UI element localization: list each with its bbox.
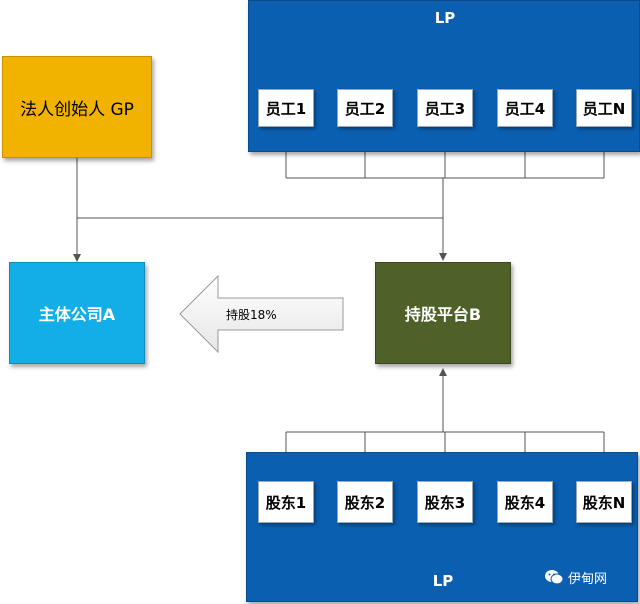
shareholder-n-box: 股东N — [576, 481, 632, 523]
wechat-icon — [545, 570, 564, 585]
shareholder-3-box: 股东3 — [417, 481, 473, 523]
lp-top-title: LP — [434, 9, 456, 27]
watermark: 伊甸网 — [544, 567, 636, 587]
holding-arrow-shape — [179, 274, 344, 354]
shareholder-1-box: 股东1 — [258, 481, 314, 523]
employee-1-box: 员工1 — [258, 89, 314, 127]
lp-bottom-title: LP — [432, 572, 454, 590]
employee-4-box: 员工4 — [497, 89, 553, 127]
lp-bottom-panel: LP — [246, 452, 638, 602]
shareholder-2-box: 股东2 — [337, 481, 393, 523]
gp-founder-box: 法人创始人 GP — [2, 56, 152, 158]
holding-platform-b-box: 持股平台B — [375, 262, 511, 364]
employee-3-box: 员工3 — [417, 89, 473, 127]
lp-top-panel: LP — [248, 0, 640, 152]
shareholder-4-box: 股东4 — [497, 481, 553, 523]
employee-2-box: 员工2 — [337, 89, 393, 127]
watermark-text: 伊甸网 — [568, 571, 608, 587]
employee-n-box: 员工N — [576, 89, 632, 127]
holding-arrow-label: 持股18% — [226, 308, 277, 322]
company-a-box: 主体公司A — [9, 262, 145, 364]
